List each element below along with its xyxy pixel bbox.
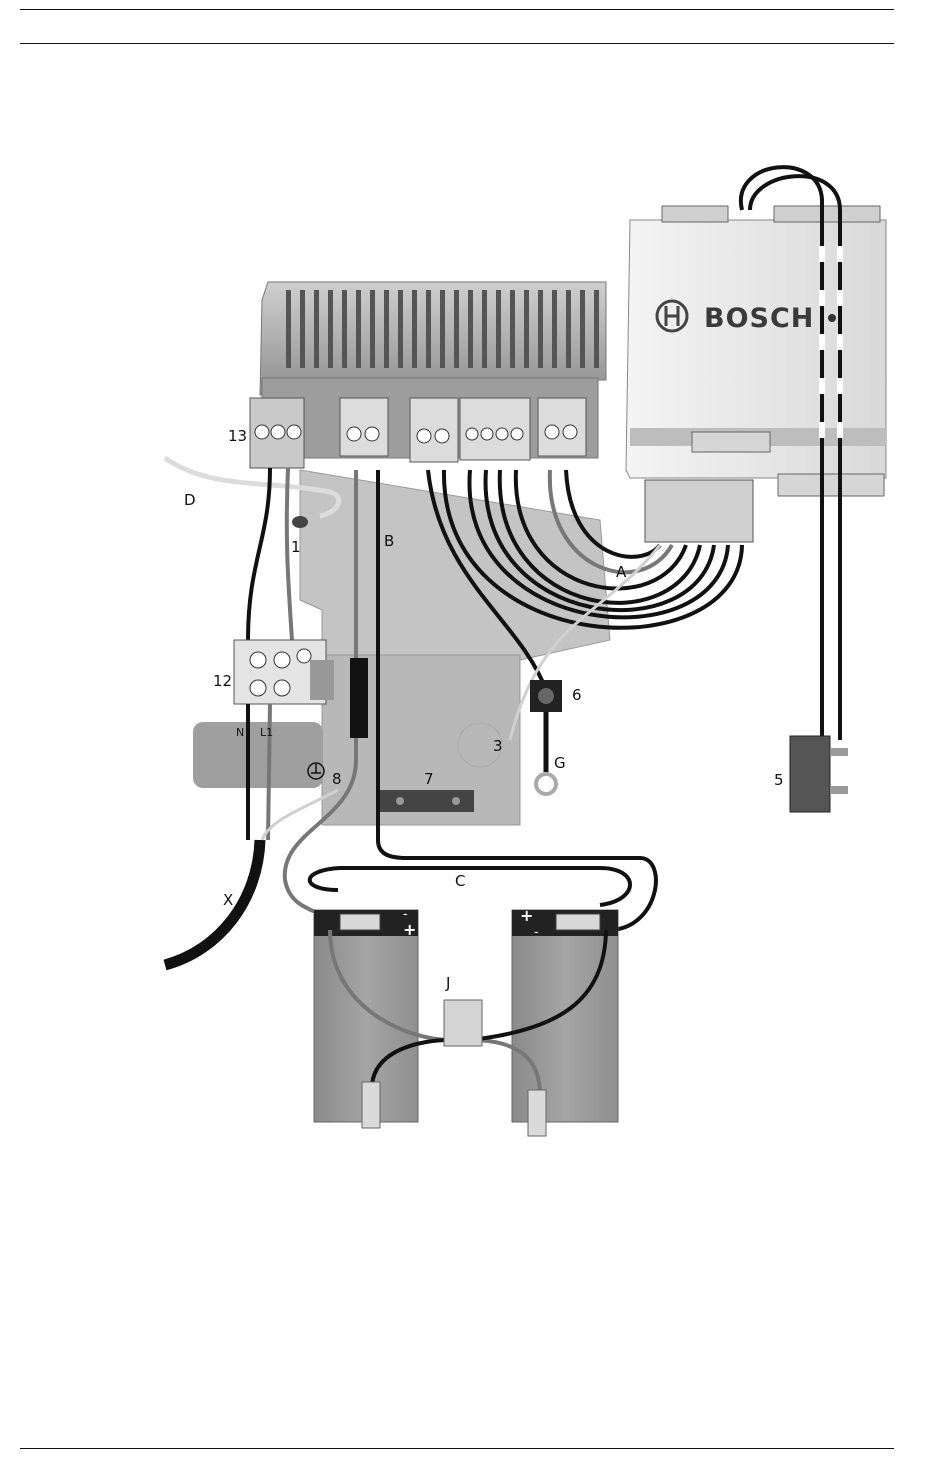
label-l1: L1 [260, 726, 273, 739]
label-c: C [455, 872, 465, 890]
controller-module: BOSCH [626, 206, 886, 496]
battery-link-c [310, 868, 630, 905]
clip-j [444, 1000, 482, 1046]
terminal-block-13 [250, 398, 304, 468]
label-b: B [384, 532, 394, 550]
terminal-block-battery [410, 398, 458, 462]
label-5: 5 [774, 771, 784, 789]
connector-a [645, 480, 753, 542]
label-13: 13 [228, 427, 247, 445]
screw-1 [292, 516, 308, 528]
terminal-block-12 [234, 640, 334, 704]
label-j: J [445, 974, 450, 992]
label-8: 8 [332, 770, 342, 788]
terminal-block-signal [460, 398, 530, 460]
label-g: G [554, 754, 566, 772]
label-7: 7 [424, 770, 434, 788]
label-a: A [616, 563, 627, 581]
fuse-holder [350, 658, 368, 738]
mains-cover [193, 722, 323, 788]
label-d: D [184, 491, 196, 509]
label-x: X [223, 891, 233, 909]
tamper-switch-5 [790, 736, 848, 812]
terminal-plus-left: + [403, 920, 416, 939]
ring-terminal-g [536, 774, 556, 794]
grommet-6 [530, 680, 562, 712]
label-3: 3 [493, 737, 503, 755]
terminal-block-output [538, 398, 586, 456]
vent-slots [286, 290, 599, 368]
bosch-logo-text: BOSCH [704, 303, 814, 334]
bracket-7 [378, 790, 474, 812]
label-1: 1 [291, 538, 301, 556]
terminal-minus-left: - [403, 907, 408, 922]
mains-wires [248, 468, 292, 640]
label-6: 6 [572, 686, 582, 704]
label-12: 12 [213, 672, 232, 690]
label-n: N [236, 726, 244, 739]
terminal-block-b [340, 398, 388, 456]
terminal-plus-right: + [520, 906, 533, 925]
terminal-minus-right: - [534, 925, 539, 940]
